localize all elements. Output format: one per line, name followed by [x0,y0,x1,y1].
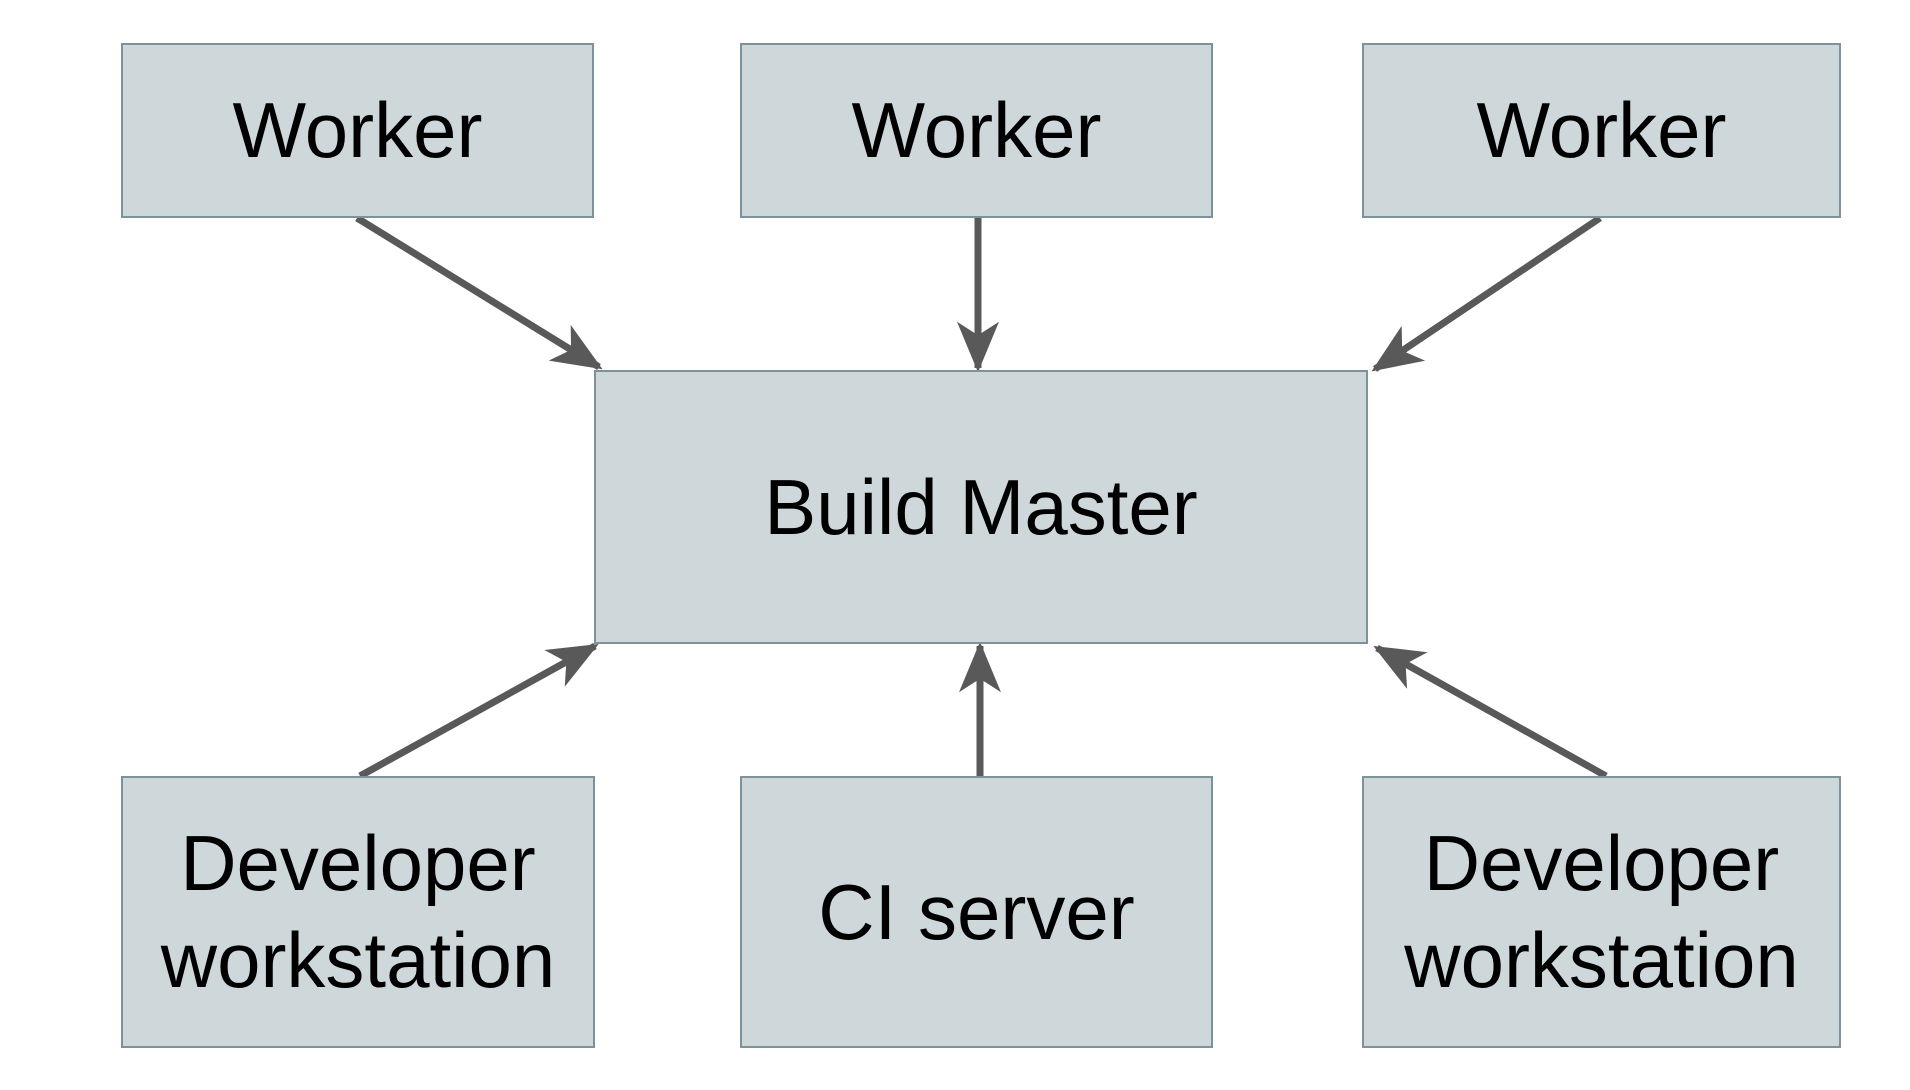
edge-developer-workstation-left-to-build-master [358,642,599,780]
node-developer-workstation-left: Developer workstation [121,776,595,1048]
edge-worker-left-to-build-master [355,215,603,370]
node-build-master: Build Master [594,370,1368,644]
node-label: Worker [232,86,483,175]
node-label: Developer workstation [1404,819,1799,1004]
edge-worker-right-to-build-master [1371,215,1602,372]
edge-developer-workstation-right-to-build-master [1373,644,1608,780]
node-label: Developer workstation [160,819,556,1004]
node-label: Worker [851,86,1102,175]
node-worker-right: Worker [1362,43,1841,218]
node-label: CI server [818,867,1135,956]
node-label: Worker [1476,86,1727,175]
node-label: Build Master [764,462,1198,551]
node-worker-left: Worker [121,43,594,218]
node-developer-workstation-right: Developer workstation [1362,776,1841,1048]
node-worker-middle: Worker [740,43,1213,218]
node-ci-server: CI server [740,776,1213,1048]
